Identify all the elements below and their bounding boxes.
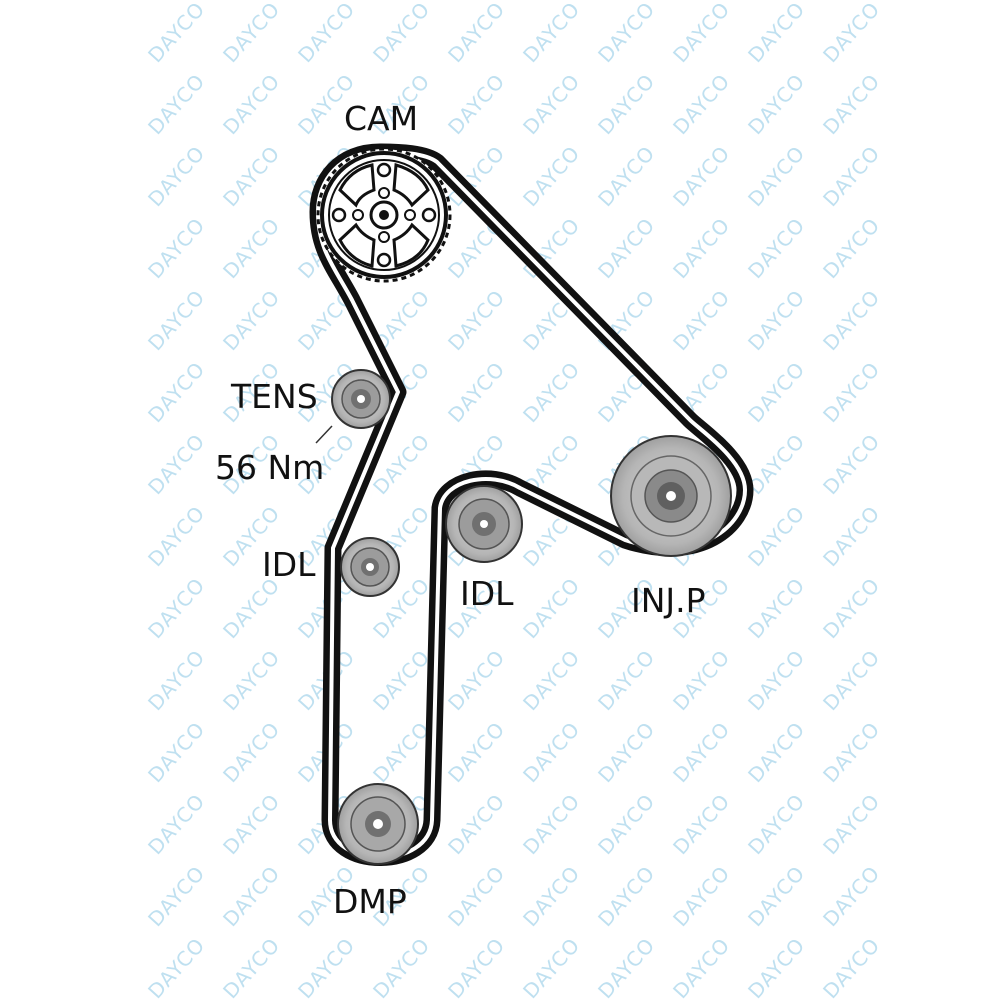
tensioner-pulley — [331, 369, 391, 429]
label-inj-pump: INJ.P — [631, 581, 706, 620]
label-idl-left: IDL — [262, 545, 316, 584]
damper-pulley — [337, 783, 419, 865]
label-torque: 56 Nm — [215, 448, 325, 487]
torque-leader-line — [315, 425, 333, 444]
injection-pump-pulley — [610, 435, 732, 557]
label-idl-right: IDL — [460, 574, 514, 613]
label-tens: TENS — [231, 377, 318, 416]
idler-pulley-right — [445, 485, 523, 563]
label-dmp: DMP — [333, 882, 407, 921]
label-cam: CAM — [344, 99, 419, 138]
cam-sprocket — [316, 147, 452, 283]
idler-pulley-left — [340, 537, 400, 597]
